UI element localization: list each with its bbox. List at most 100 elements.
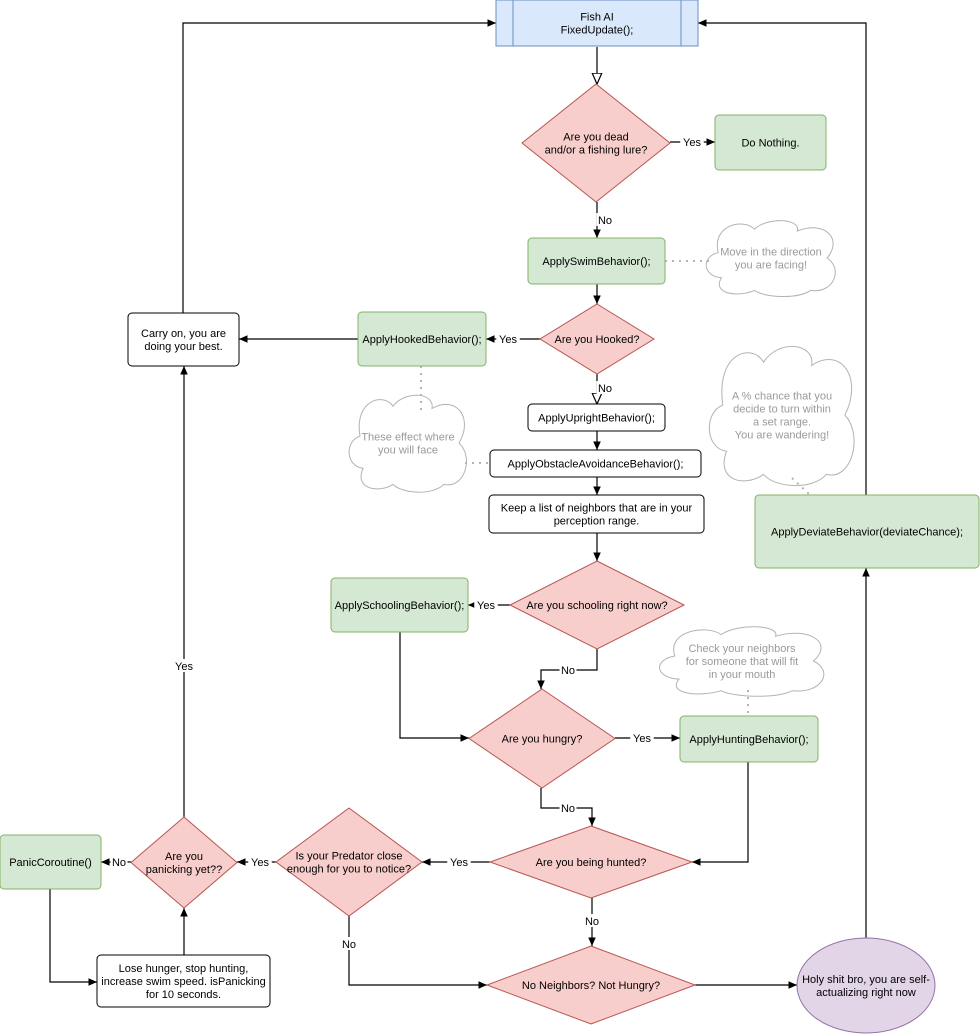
schooling-behavior-line-0: ApplySchoolingBehavior();	[335, 600, 465, 612]
edge-label-school-no: No	[559, 663, 577, 677]
panicking-check-line-1: panicking yet??	[146, 864, 222, 876]
start-line-1: FixedUpdate();	[561, 25, 634, 37]
svg-text:No: No	[598, 383, 612, 395]
svg-text:No: No	[342, 939, 356, 951]
neighbors-line-0: Keep a list of neighbors that are in you…	[501, 503, 693, 515]
swim-node: ApplySwimBehavior();	[527, 237, 666, 285]
self-actualizing-line-0: Holy shit bro, you are self-	[802, 974, 930, 986]
lose-hunger-line-1: increase swim speed. isPanicking	[101, 976, 265, 988]
neighbors-note-line-0: Check your neighbors	[688, 643, 796, 655]
hunted-check-line-0: Are you being hunted?	[536, 857, 647, 869]
svg-text:Yes: Yes	[450, 857, 468, 869]
svg-text:Yes: Yes	[499, 334, 517, 346]
svg-text:Yes: Yes	[251, 857, 269, 869]
predator-check-line-0: Is your Predator close	[296, 851, 403, 863]
neighbors-note-line-1: for someone that will fit	[686, 656, 799, 668]
deviate-node: ApplyDeviateBehavior(deviateChance);	[754, 494, 980, 569]
svg-text:No: No	[585, 916, 599, 928]
wander-note-line-0: A % chance that you	[732, 391, 832, 403]
edge-label-hunted-no: No	[583, 914, 601, 928]
svg-text:Yes: Yes	[683, 137, 701, 149]
panic-coroutine-line-0: PanicCoroutine()	[9, 857, 92, 869]
edge-label-hooked-no: No	[596, 381, 614, 395]
neighbors-node: Keep a list of neighbors that are in you…	[488, 494, 705, 534]
swim-line-0: ApplySwimBehavior();	[542, 256, 650, 268]
effect-note-line-1: you will face	[378, 445, 438, 457]
dead-check-line-0: Are you dead	[563, 132, 628, 144]
hooked-check-line-0: Are you Hooked?	[555, 334, 640, 346]
panic-coroutine-node: PanicCoroutine()	[0, 834, 102, 890]
svg-text:Yes: Yes	[633, 733, 651, 745]
dead-check-line-1: and/or a fishing lure?	[545, 145, 648, 157]
schooling-check-line-0: Are you schooling right now?	[526, 600, 667, 612]
do-nothing-node: Do Nothing.	[714, 114, 827, 171]
edge-layer	[49, 19, 870, 989]
deviate-line-0: ApplyDeviateBehavior(deviateChance);	[771, 527, 963, 539]
schooling-behavior-node: ApplySchoolingBehavior();	[330, 577, 469, 633]
obstacle-node: ApplyObstacleAvoidanceBehavior();	[489, 449, 702, 478]
edge-24	[348, 916, 487, 989]
edge-label-dead-yes: Yes	[680, 135, 704, 149]
svg-text:No: No	[598, 215, 612, 227]
hooked-check-node: Are you Hooked?	[539, 303, 655, 375]
wander-note-line-1: decide to turn within	[733, 404, 831, 416]
edge-label-dead-no: No	[596, 213, 614, 227]
no-neighbors-node: No Neighbors? Not Hungry?	[485, 945, 697, 1025]
hooked-behavior-node: ApplyHookedBehavior();	[357, 311, 487, 367]
do-nothing-line-0: Do Nothing.	[741, 138, 799, 150]
upright-node: ApplyUprightBehavior();	[527, 403, 666, 432]
hunting-node: ApplyHuntingBehavior();	[679, 715, 819, 763]
svg-text:No: No	[561, 803, 575, 815]
carry-on-line-0: Carry on, you are	[141, 328, 226, 340]
swim-note-line-0: Move in the direction	[720, 247, 822, 259]
carry-on-line-1: doing your best.	[144, 341, 222, 353]
edge-label-school-yes: Yes	[474, 598, 498, 612]
svg-text:Yes: Yes	[175, 661, 193, 673]
edge-label-hooked-yes: Yes	[496, 332, 520, 346]
effect-note-line-0: These effect where	[361, 432, 454, 444]
neighbors-line-1: perception range.	[554, 516, 640, 528]
edge-label-panic-no: No	[110, 855, 128, 869]
hungry-check-line-0: Are you hungry?	[502, 734, 583, 746]
no-neighbors-line-0: No Neighbors? Not Hungry?	[522, 980, 660, 992]
edge-label-panic-yes: Yes	[172, 659, 196, 673]
edge-label-hungry-no: No	[559, 801, 577, 815]
svg-text:No: No	[561, 665, 575, 677]
predator-check-line-1: enough for you to notice?	[287, 864, 411, 876]
lose-hunger-node: Lose hunger, stop hunting,increase swim …	[96, 954, 271, 1008]
edge-27	[698, 19, 867, 495]
neighbors-note-line-2: in your mouth	[709, 669, 776, 681]
hungry-check-node: Are you hungry?	[468, 688, 616, 789]
self-actualizing-node: Holy shit bro, you are self-actualizing …	[796, 937, 936, 1034]
wander-note-line-2: a set range.	[753, 417, 811, 429]
hunting-line-0: ApplyHuntingBehavior();	[689, 734, 808, 746]
lose-hunger-line-0: Lose hunger, stop hunting,	[119, 963, 249, 975]
start-line-0: Fish AI	[580, 12, 614, 24]
hooked-behavior-line-0: ApplyHookedBehavior();	[362, 334, 481, 346]
edge-21	[49, 889, 97, 986]
schooling-check-node: Are you schooling right now?	[508, 560, 686, 650]
edge-16	[692, 762, 749, 866]
wander-note-line-3: You are wandering!	[735, 430, 829, 442]
svg-text:Yes: Yes	[477, 600, 495, 612]
edge-label-hunted-yes: Yes	[447, 855, 471, 869]
upright-line-0: ApplyUprightBehavior();	[538, 413, 655, 425]
swim-note-line-1: you are facing!	[735, 260, 807, 272]
obstacle-line-0: ApplyObstacleAvoidanceBehavior();	[508, 459, 684, 471]
svg-text:No: No	[112, 857, 126, 869]
edge-label-predator-yes: Yes	[248, 855, 272, 869]
edge-13	[399, 632, 469, 742]
self-actualizing-line-1: actualizing right now	[816, 987, 916, 999]
panicking-check-line-0: Are you	[165, 851, 203, 863]
hunted-check-node: Are you being hunted?	[488, 825, 694, 899]
